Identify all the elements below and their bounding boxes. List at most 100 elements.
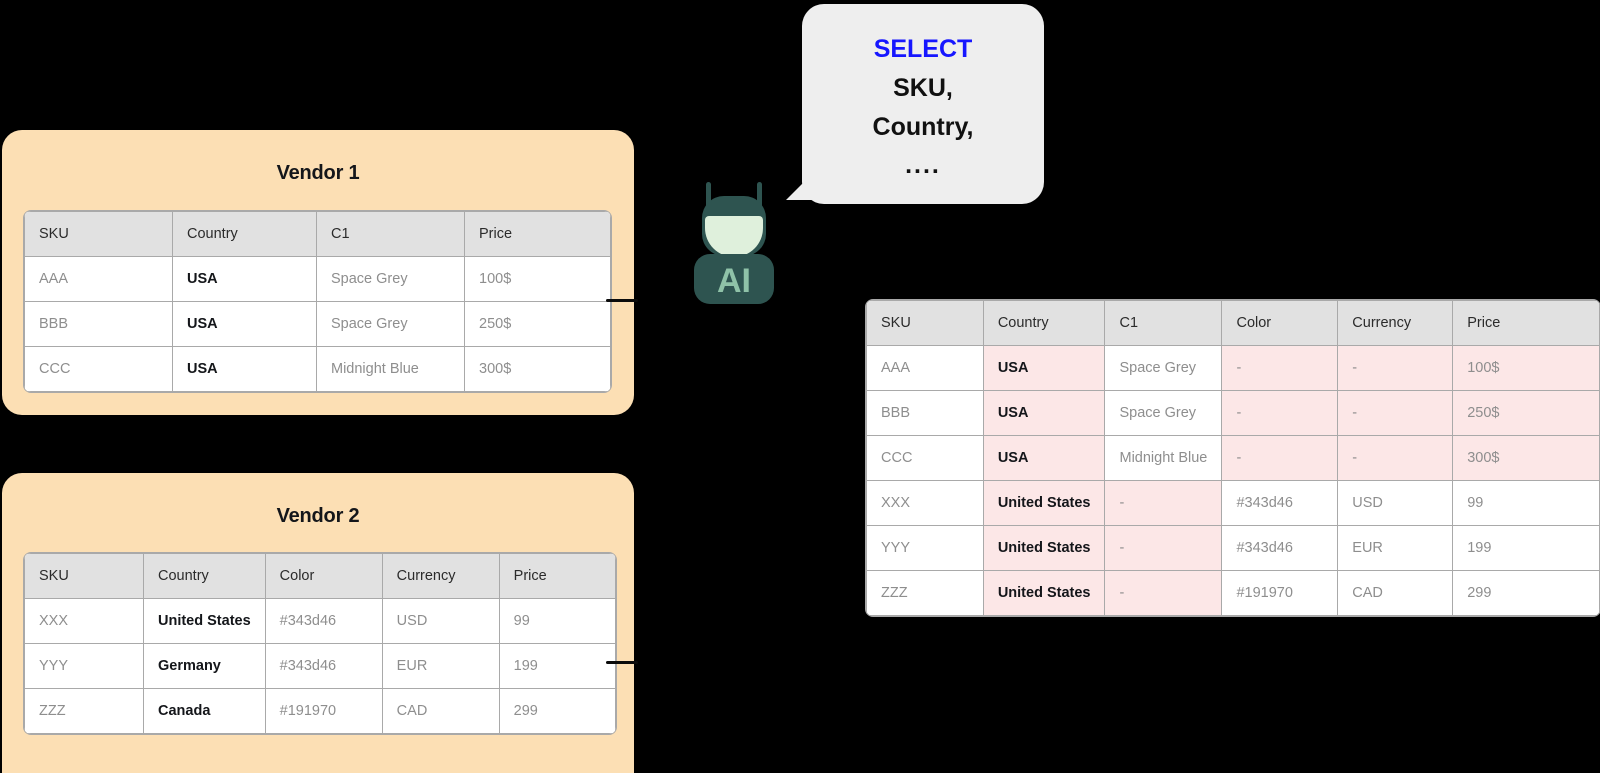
table-cell-highlighted: -	[1221, 435, 1339, 481]
column-header: Price	[464, 211, 611, 257]
table-cell: ZZZ	[866, 570, 984, 616]
table-cell: #343d46	[264, 643, 383, 689]
table-cell-highlighted: -	[1104, 525, 1223, 571]
robot-visor	[705, 216, 763, 257]
table-cell-highlighted: United States	[982, 525, 1106, 571]
connector-line-vendor-2	[606, 661, 638, 664]
table-cell: Midnight Blue	[1104, 435, 1223, 481]
table-cell: CAD	[1337, 570, 1454, 616]
bubble-line-ellipsis: ....	[905, 151, 941, 180]
table-cell: EUR	[381, 643, 500, 689]
table-cell-highlighted: -	[1221, 390, 1339, 436]
column-header: C1	[316, 211, 465, 257]
column-header: Country	[982, 300, 1106, 346]
column-header: SKU	[24, 211, 173, 257]
table-cell-highlighted: -	[1221, 345, 1339, 391]
table-cell: YYY	[866, 525, 984, 571]
table-cell: #191970	[264, 688, 383, 734]
table-cell: #343d46	[1221, 525, 1339, 571]
column-header: Color	[264, 553, 383, 599]
table-cell: Space Grey	[316, 256, 465, 302]
table-cell-highlighted: USA	[982, 345, 1106, 391]
table-cell: 250$	[464, 301, 611, 347]
table-cell: Space Grey	[1104, 390, 1223, 436]
column-header: Price	[1452, 300, 1600, 346]
table-cell-highlighted: -	[1337, 435, 1454, 481]
table-cell: BBB	[866, 390, 984, 436]
table-cell: 99	[498, 598, 616, 644]
speech-bubble: SELECT SKU, Country, ....	[786, 4, 1044, 204]
table-cell: CCC	[866, 435, 984, 481]
column-header: Country	[172, 211, 317, 257]
column-header: C1	[1104, 300, 1223, 346]
table-cell: 199	[498, 643, 616, 689]
table-cell-highlighted: USA	[982, 435, 1106, 481]
table-cell-highlighted: USA	[982, 390, 1106, 436]
bubble-line-sku: SKU,	[893, 73, 953, 102]
table-cell: USA	[172, 346, 317, 392]
table-cell: 99	[1452, 480, 1600, 526]
table-cell: XXX	[866, 480, 984, 526]
table-cell: #343d46	[264, 598, 383, 644]
table-cell: #343d46	[1221, 480, 1339, 526]
table-cell-highlighted: 300$	[1452, 435, 1600, 481]
table-cell: 199	[1452, 525, 1600, 571]
table-cell: YYY	[24, 643, 144, 689]
table-cell: Space Grey	[1104, 345, 1223, 391]
speech-bubble-tail	[786, 166, 820, 200]
table-cell: CAD	[381, 688, 500, 734]
bubble-line-select: SELECT	[873, 35, 973, 63]
vendor-2-title: Vendor 2	[276, 505, 360, 527]
robot-body	[694, 254, 774, 304]
table-cell: 299	[498, 688, 616, 734]
table-cell: 100$	[464, 256, 611, 302]
table-cell-highlighted: -	[1337, 345, 1454, 391]
column-header: Country	[143, 553, 266, 599]
column-header: Price	[498, 553, 616, 599]
column-header: Currency	[381, 553, 500, 599]
table-cell: AAA	[24, 256, 173, 302]
table-cell: 300$	[464, 346, 611, 392]
column-header: SKU	[866, 300, 984, 346]
table-cell: Canada	[143, 688, 266, 734]
table-cell-highlighted: 250$	[1452, 390, 1600, 436]
table-cell-highlighted: United States	[982, 480, 1106, 526]
table-cell-highlighted: -	[1337, 390, 1454, 436]
column-header: SKU	[24, 553, 144, 599]
column-header: Currency	[1337, 300, 1454, 346]
table-cell: XXX	[24, 598, 144, 644]
robot-label: AI	[717, 262, 751, 300]
table-cell: United States	[143, 598, 266, 644]
table-cell: Midnight Blue	[316, 346, 465, 392]
column-header: Color	[1221, 300, 1339, 346]
connector-line-vendor-1	[606, 299, 638, 302]
table-cell: USD	[381, 598, 500, 644]
table-cell: EUR	[1337, 525, 1454, 571]
table-cell: CCC	[24, 346, 173, 392]
table-cell: USD	[1337, 480, 1454, 526]
table-cell-highlighted: 100$	[1452, 345, 1600, 391]
ai-robot-icon: AI	[688, 180, 780, 305]
table-cell: USA	[172, 301, 317, 347]
